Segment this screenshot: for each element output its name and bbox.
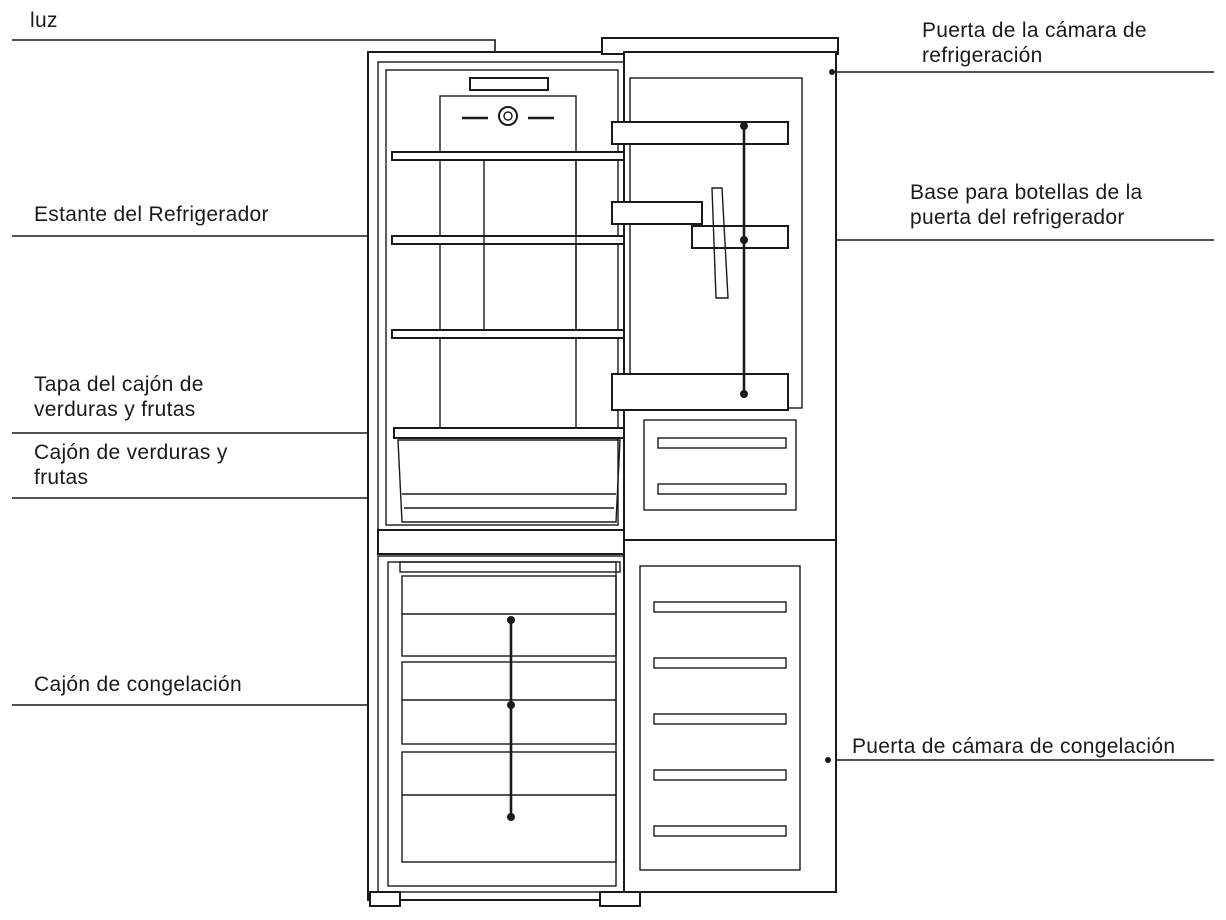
label-bottle-base: Base para botellas de la puerta del refr… <box>910 180 1143 230</box>
label-fridge-shelf: Estante del Refrigerador <box>34 203 269 226</box>
label-bottle-base-line1: Base para botellas de la <box>910 181 1143 204</box>
label-crisper-drawer-line2: frutas <box>34 466 89 489</box>
freezer-door <box>623 539 837 893</box>
fridge-door <box>601 37 839 541</box>
label-fridge-door: Puerta de la cámara de refrigeración <box>922 18 1147 68</box>
label-freezer-door: Puerta de cámara de congelación <box>852 735 1176 758</box>
label-bottle-base-line2: puerta del refrigerador <box>910 206 1125 229</box>
label-fridge-door-line2: refrigeración <box>922 44 1043 67</box>
label-crisper-cover-line2: verduras y frutas <box>34 398 196 421</box>
label-crisper-cover: Tapa del cajón de verduras y frutas <box>34 372 204 422</box>
cabinet <box>367 51 641 907</box>
label-freezer-drawer: Cajón de congelación <box>34 673 242 696</box>
label-fridge-door-line1: Puerta de la cámara de <box>922 19 1147 42</box>
freezer-drawers <box>399 561 621 863</box>
label-crisper-drawer: Cajón de verduras y frutas <box>34 440 228 490</box>
label-crisper-cover-line1: Tapa del cajón de <box>34 373 204 396</box>
label-light: luz <box>30 9 58 32</box>
label-crisper-drawer-line1: Cajón de verduras y <box>34 441 228 464</box>
